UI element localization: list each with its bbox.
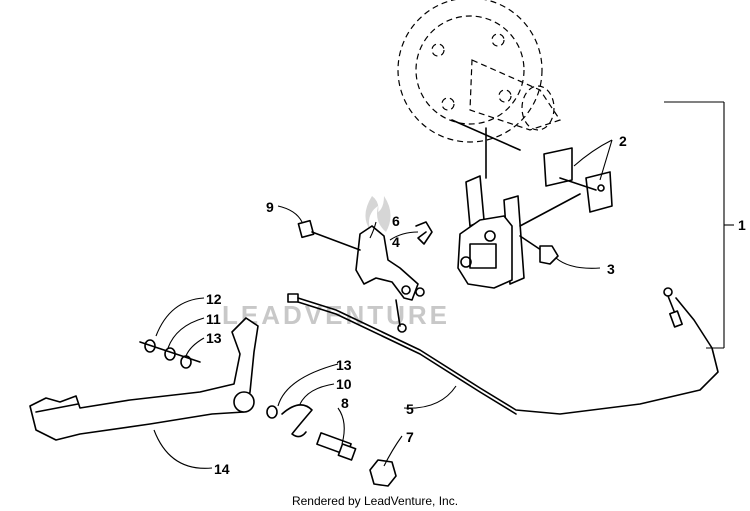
brake-pads — [519, 147, 613, 227]
brake-caliper — [457, 175, 525, 289]
pivot-hardware — [139, 339, 201, 369]
pedal-clevis-hardware — [266, 404, 357, 461]
callout-13b: 13 — [336, 357, 352, 373]
brake-disc — [397, 0, 561, 179]
bracket-bolt — [297, 219, 361, 251]
cable-nut — [369, 459, 397, 487]
leadventure-watermark: LEADVENTURE — [222, 196, 450, 330]
caliper-bolt — [519, 235, 559, 265]
leader-lines — [153, 101, 734, 469]
callout-12: 12 — [206, 291, 222, 307]
brake-cable — [287, 287, 719, 415]
callout-1: 1 — [738, 217, 746, 233]
callout-9: 9 — [266, 199, 274, 215]
callout-7: 7 — [406, 429, 414, 445]
footer-credit: Rendered by LeadVenture, Inc. — [291, 494, 459, 508]
brake-pedal — [29, 317, 259, 441]
callout-10: 10 — [336, 376, 352, 392]
callout-8: 8 — [341, 395, 349, 411]
watermark-text: LEADVENTURE — [222, 300, 450, 330]
callout-6: 6 — [392, 213, 400, 229]
callout-13a: 13 — [206, 330, 222, 346]
mounting-bracket — [355, 225, 425, 333]
callout-labels: 1 2 3 4 5 6 7 8 9 10 11 12 13 13 14 — [206, 133, 746, 477]
callout-3: 3 — [607, 261, 615, 277]
callout-14: 14 — [214, 461, 230, 477]
callout-5: 5 — [406, 401, 414, 417]
callout-11: 11 — [206, 311, 221, 327]
spring-clip — [415, 221, 433, 245]
callout-2: 2 — [619, 133, 627, 149]
callout-4: 4 — [392, 234, 400, 250]
